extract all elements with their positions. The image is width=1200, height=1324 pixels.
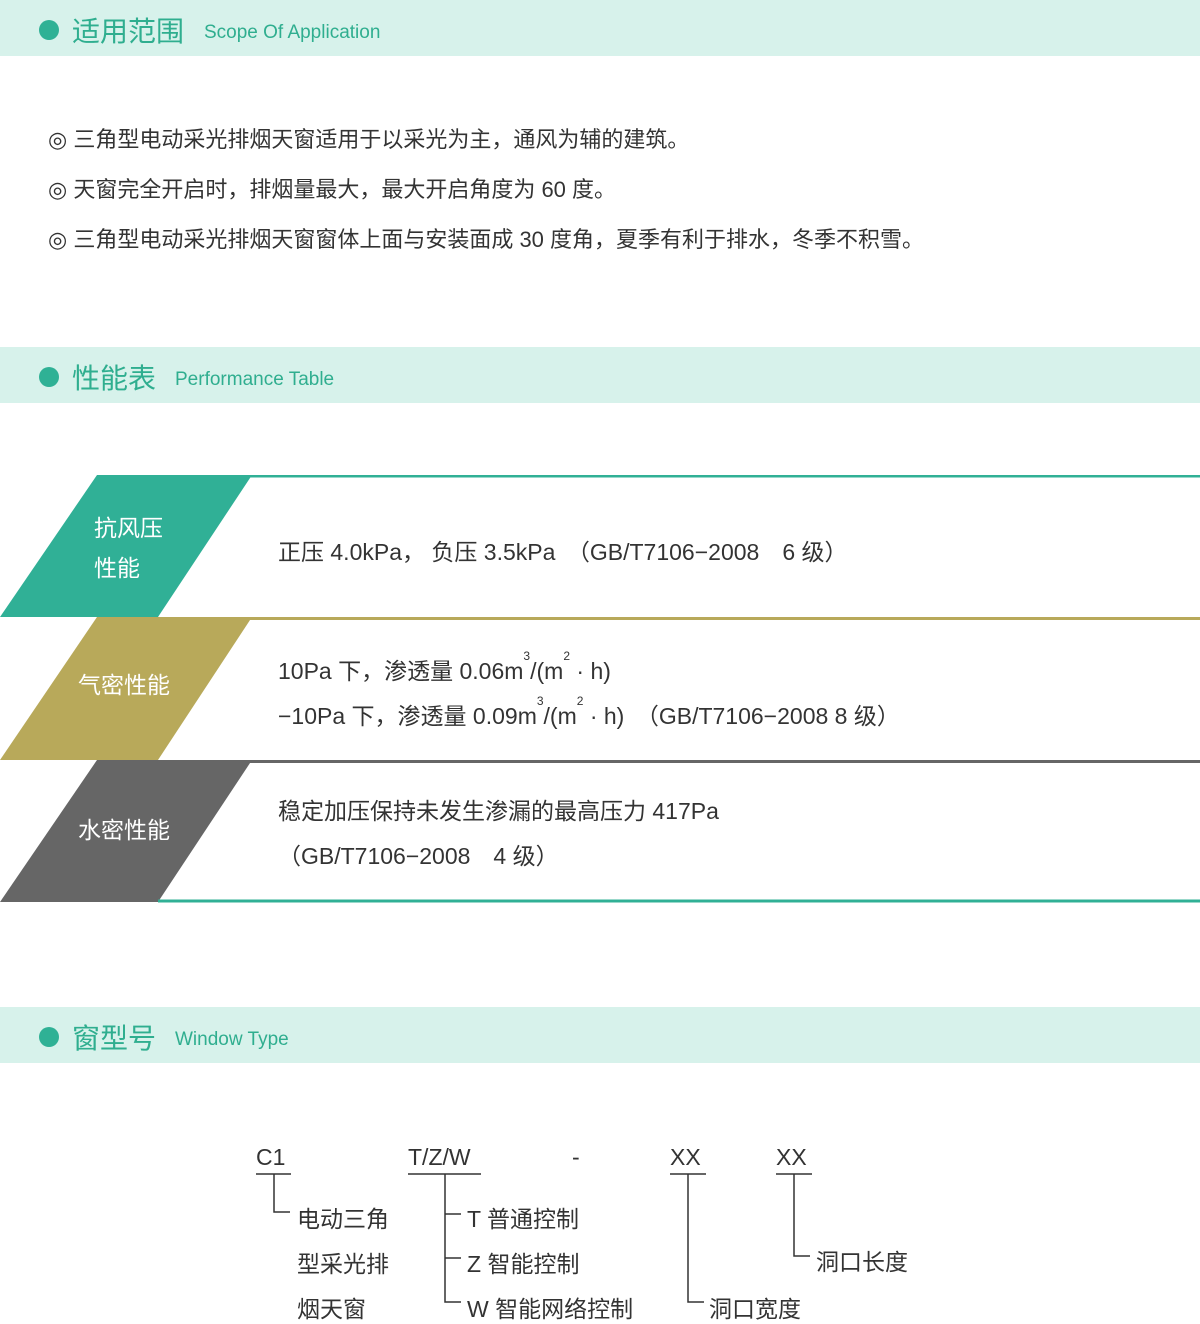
section-subtitle: Scope Of Application xyxy=(204,22,381,43)
code-dash: - xyxy=(572,1144,580,1170)
scope-item: ◎ 三角型电动采光排烟天窗适用于以采光为主，通风为辅的建筑。 xyxy=(48,122,689,154)
c1-description: 型采光排 xyxy=(297,1251,389,1277)
control-option: W 智能网络控制 xyxy=(467,1296,634,1322)
performance-row-wind: 抗风压性能 正压 4.0kPa， 负压 3.5kPa （GB/T7106−200… xyxy=(0,475,1200,618)
section-header-scope: 适用范围 Scope Of Application xyxy=(0,0,1200,56)
scope-text: 三角型电动采光排烟天窗适用于以采光为主，通风为辅的建筑。 xyxy=(73,127,690,152)
circle-bullet-icon: ◎ xyxy=(48,177,68,202)
c1-description: 烟天窗 xyxy=(297,1296,366,1322)
performance-row-air: 气密性能 10Pa 下，渗透量 0.06m3/(m2 · h) −10Pa 下，… xyxy=(0,617,1200,760)
code-width: XX xyxy=(670,1144,701,1170)
bullet-dot-icon xyxy=(39,1027,59,1047)
width-description: 洞口宽度 xyxy=(709,1296,801,1322)
row-value: 10Pa 下，渗透量 0.06m3/(m2 · h) xyxy=(278,649,611,684)
row-label-shape xyxy=(0,475,1200,617)
bullet-dot-icon xyxy=(39,367,59,387)
performance-row-water: 水密性能 稳定加压保持未发生渗漏的最高压力 417Pa （GB/T7106−20… xyxy=(0,760,1200,903)
row-label-shape xyxy=(0,760,1200,903)
row-value: 正压 4.0kPa， 负压 3.5kPa （GB/T7106−2008 6 级） xyxy=(278,539,848,565)
section-subtitle: Window Type xyxy=(175,1029,289,1050)
section-header-window-type: 窗型号 Window Type xyxy=(0,1007,1200,1063)
code-length: XX xyxy=(776,1144,807,1170)
control-option: T 普通控制 xyxy=(467,1206,580,1232)
control-option: Z 智能控制 xyxy=(467,1251,580,1277)
section-header-performance: 性能表 Performance Table xyxy=(0,347,1200,403)
section-title: 适用范围 xyxy=(72,16,185,47)
row-label: 水密性能 xyxy=(78,817,170,843)
row-value: −10Pa 下，渗透量 0.09m3/(m2 · h) （GB/T7106−20… xyxy=(278,694,900,729)
scope-item: ◎ 三角型电动采光排烟天窗窗体上面与安装面成 30 度角，夏季有利于排水，冬季不… xyxy=(48,222,924,254)
scope-item: ◎ 天窗完全开启时，排烟量最大，最大开启角度为 60 度。 xyxy=(48,172,616,204)
scope-text: 三角型电动采光排烟天窗窗体上面与安装面成 30 度角，夏季有利于排水，冬季不积雪… xyxy=(73,227,925,252)
row-label: 气密性能 xyxy=(78,672,170,698)
row-value: 稳定加压保持未发生渗漏的最高压力 417Pa xyxy=(278,798,719,824)
code-c1: C1 xyxy=(256,1144,286,1170)
section-title: 窗型号 xyxy=(72,1023,157,1054)
row-label-shape xyxy=(0,617,1200,760)
c1-description: 电动三角 xyxy=(297,1206,389,1232)
bullet-dot-icon xyxy=(39,20,59,40)
row-label: 抗风压性能 xyxy=(94,515,163,581)
row-value: （GB/T7106−2008 4 级） xyxy=(278,843,559,869)
section-subtitle: Performance Table xyxy=(175,369,335,390)
circle-bullet-icon: ◎ xyxy=(48,127,68,152)
code-control: T/Z/W xyxy=(408,1144,471,1170)
length-description: 洞口长度 xyxy=(816,1249,908,1275)
section-title: 性能表 xyxy=(72,363,157,394)
scope-text: 天窗完全开启时，排烟量最大，最大开启角度为 60 度。 xyxy=(73,177,617,202)
circle-bullet-icon: ◎ xyxy=(48,227,68,252)
